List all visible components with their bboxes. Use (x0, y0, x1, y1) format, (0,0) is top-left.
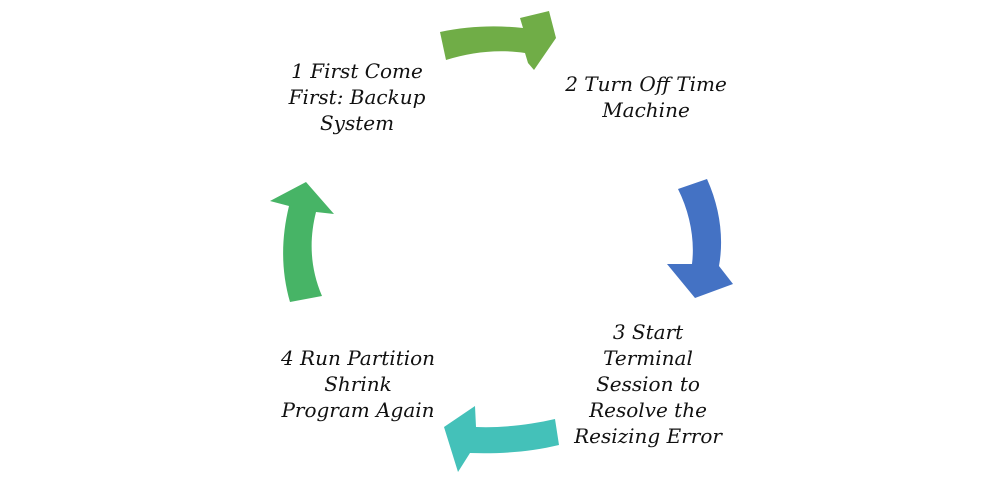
step-3-line: Resizing Error (574, 424, 722, 448)
arrow-step3-to-step4 (444, 406, 559, 472)
arrow-step1-to-step2 (440, 11, 556, 70)
step-3-label: 3 Start Terminal Session to Resolve the … (548, 319, 748, 449)
arrow-step2-to-step3 (667, 179, 733, 298)
step-4-line: 4 Run Partition (280, 346, 436, 370)
step-4-label: 4 Run Partition Shrink Program Again (258, 345, 458, 423)
step-3-line: 3 Start (612, 320, 684, 344)
step-4-line: Program Again (281, 398, 435, 422)
step-2-label: 2 Turn Off Time Machine (548, 71, 744, 123)
step-3-line: Terminal (603, 346, 693, 370)
step-3-line: Resolve the (589, 398, 707, 422)
step-1-line: System (319, 111, 395, 135)
step-2-line: Machine (602, 98, 690, 122)
step-2-line: 2 Turn Off Time (565, 72, 727, 96)
step-4-line: Shrink (324, 372, 392, 396)
step-1-label: 1 First Come First: Backup System (262, 58, 452, 136)
step-3-line: Session to (596, 372, 700, 396)
step-1-line: 1 First Come (291, 59, 423, 83)
step-1-line: First: Backup (288, 85, 426, 109)
arrow-step4-to-step1 (270, 182, 334, 302)
